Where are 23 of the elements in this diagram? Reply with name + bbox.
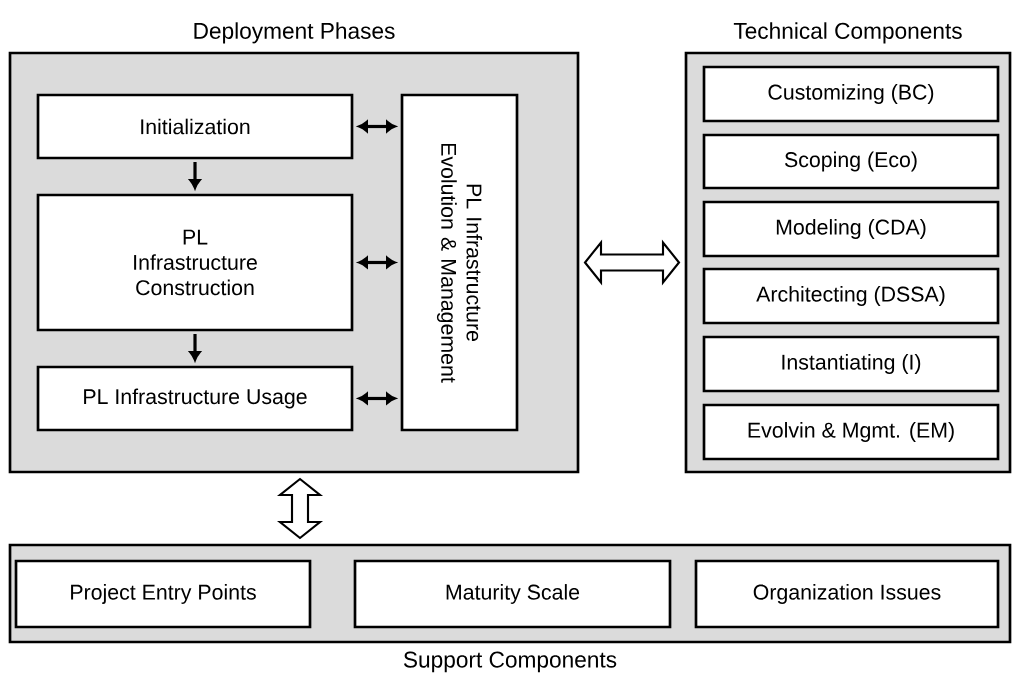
arrow — [358, 392, 397, 405]
node-label: Deployment Phases — [194, 22, 395, 44]
arrow — [358, 120, 397, 133]
process-box: Maturity Scale — [353, 559, 672, 629]
process-box: Instantiating (I) — [702, 335, 1000, 393]
hollow-double-arrow — [276, 477, 324, 540]
process-box: PL Infrastructure Construction — [36, 193, 354, 332]
process-box: Organization Issues — [694, 559, 1000, 629]
process-box: PL Infrastructure Usage — [36, 365, 354, 432]
arrow — [189, 162, 201, 189]
process-box: Initialization — [36, 93, 354, 160]
process-box: PL Infrastructure Evolution & Management — [400, 93, 519, 432]
process-box: Evolvin & Mgmt. (EM) — [702, 403, 1000, 461]
arrow — [358, 256, 397, 269]
node-label: Support Components — [403, 651, 617, 673]
arrow — [189, 334, 201, 361]
process-box: Architecting (DSSA) — [702, 267, 1000, 325]
node-label: Technical Components — [733, 22, 962, 44]
process-box: Project Entry Points — [14, 559, 312, 629]
process-box: Modeling (CDA) — [702, 200, 1000, 258]
process-box: Scoping (Eco) — [702, 133, 1000, 190]
hollow-double-arrow — [583, 239, 681, 286]
process-box: Customizing (BC) — [702, 65, 1000, 123]
